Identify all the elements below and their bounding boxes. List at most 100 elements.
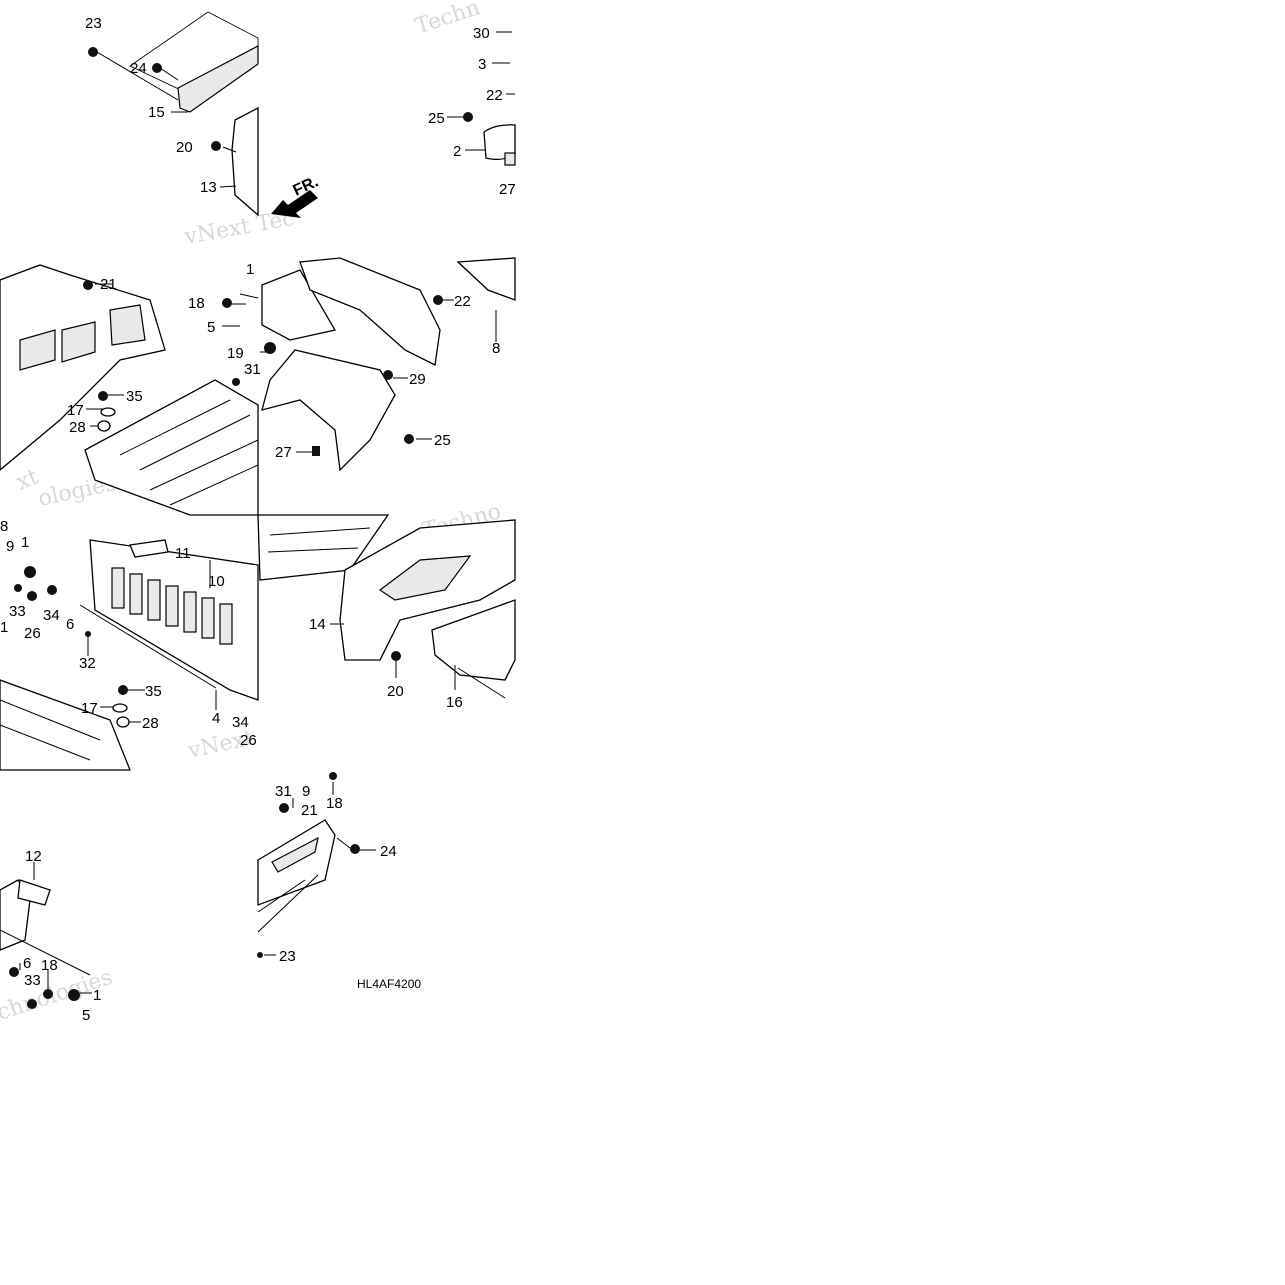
callout-30: 30 (473, 25, 490, 42)
callout-18: 18 (41, 957, 58, 974)
callout-26: 26 (24, 625, 41, 642)
callout-19: 19 (227, 345, 244, 362)
bolt-icon (83, 280, 93, 290)
grommet-icon (116, 716, 130, 728)
callout-25: 25 (428, 110, 445, 127)
callout-4: 4 (212, 710, 220, 727)
callout-35: 35 (145, 683, 162, 700)
callout-13: 13 (200, 179, 217, 196)
nut-icon (9, 967, 19, 977)
callout-28: 28 (142, 715, 159, 732)
tile-upper-middle: FR. 30 3 22 25 2 27 (271, 25, 516, 218)
nut-icon (27, 591, 37, 601)
callout-27: 27 (275, 444, 292, 461)
washer-icon (100, 407, 116, 417)
bolt-icon (88, 47, 98, 57)
bolt-icon (152, 63, 162, 73)
callout-3: 3 (478, 56, 486, 73)
direction-label: FR. (291, 173, 322, 199)
bolt-icon (211, 141, 221, 151)
nut-icon (27, 999, 37, 1009)
callout-18: 18 (188, 295, 205, 312)
bolt-icon (350, 844, 360, 854)
callout-15: 15 (148, 104, 165, 121)
callout-17: 17 (81, 700, 98, 717)
drawing-code: HL4AF4200 (357, 977, 421, 991)
callout-2: 2 (453, 143, 461, 160)
front-arrow-icon (271, 190, 318, 218)
callout-29: 29 (409, 371, 426, 388)
bushing-icon (24, 566, 36, 578)
callout-5: 5 (82, 1007, 90, 1024)
callout-32: 32 (79, 655, 96, 672)
bolt-icon (279, 803, 289, 813)
bolt-icon (463, 112, 473, 122)
grommet-icon (97, 420, 111, 432)
tile-lower-middle: 31 9 18 21 24 23 HL4AF4200 (257, 772, 421, 991)
callout-18: 18 (326, 795, 343, 812)
callout-6: 6 (23, 955, 31, 972)
tile-box-fender: 1 18 5 19 31 22 8 29 25 27 (188, 257, 516, 472)
tile-lower-left: 12 6 18 33 1 5 (0, 848, 101, 1024)
callout-10: 10 (208, 573, 225, 590)
callout-22: 22 (486, 87, 503, 104)
bolt-icon (222, 298, 232, 308)
tile-frame-bed: 21 35 17 28 (0, 264, 259, 516)
callout-21: 21 (100, 276, 117, 293)
callout-33: 33 (9, 603, 26, 620)
callout-24: 24 (130, 60, 147, 77)
callout-1: 1 (21, 534, 29, 551)
callout-23: 23 (279, 948, 296, 965)
callout-24: 24 (380, 843, 397, 860)
callout-20: 20 (387, 683, 404, 700)
callout-8: 8 (492, 340, 500, 357)
bolt-icon (47, 585, 57, 595)
callout-31: 31 (244, 361, 261, 378)
callout-1: 1 (246, 261, 254, 278)
callout-23: 23 (85, 15, 102, 32)
callout-22: 22 (454, 293, 471, 310)
callout-9: 9 (6, 538, 14, 555)
callout-16: 16 (446, 694, 463, 711)
callout-9: 9 (302, 783, 310, 800)
bolt-icon (391, 651, 401, 661)
screw-icon (232, 378, 240, 386)
bolt-icon (98, 391, 108, 401)
nut-icon (14, 584, 22, 592)
callout-14: 14 (309, 616, 326, 633)
callout-25: 25 (434, 432, 451, 449)
callout-35: 35 (126, 388, 143, 405)
bolt-icon (43, 989, 53, 999)
tile-side-panel: 14 20 16 (257, 514, 516, 711)
tile-upper-left: 23 24 15 20 13 (85, 11, 259, 217)
clip-icon (264, 342, 276, 354)
washer-icon (112, 703, 128, 713)
callout-6: 6 (66, 616, 74, 633)
screw-icon (85, 631, 91, 637)
callout-20: 20 (176, 139, 193, 156)
bolt-icon (118, 685, 128, 695)
callout-17: 17 (67, 402, 84, 419)
hinge-plate (17, 879, 51, 906)
callout-33: 33 (24, 972, 41, 989)
screw-icon (329, 772, 337, 780)
callout-27: 27 (499, 181, 516, 198)
callout-34: 34 (43, 607, 60, 624)
tile-tailgate: 8 9 1 11 10 33 26 34 6 1 32 35 17 28 4 3… (0, 518, 259, 771)
callout-11: 11 (175, 545, 191, 562)
callout-1: 1 (0, 619, 8, 636)
callout-31: 31 (275, 783, 292, 800)
bushing-icon (68, 989, 80, 1001)
callout-8: 8 (0, 518, 8, 535)
callout-12: 12 (25, 848, 42, 865)
callout-26: 26 (240, 732, 257, 749)
bolt-icon (433, 295, 443, 305)
callout-1: 1 (93, 987, 101, 1004)
callout-34: 34 (232, 714, 249, 731)
bolt-icon (404, 434, 414, 444)
callout-28: 28 (69, 419, 86, 436)
nut-icon (312, 446, 320, 456)
clip-icon (383, 370, 393, 380)
callout-5: 5 (207, 319, 215, 336)
